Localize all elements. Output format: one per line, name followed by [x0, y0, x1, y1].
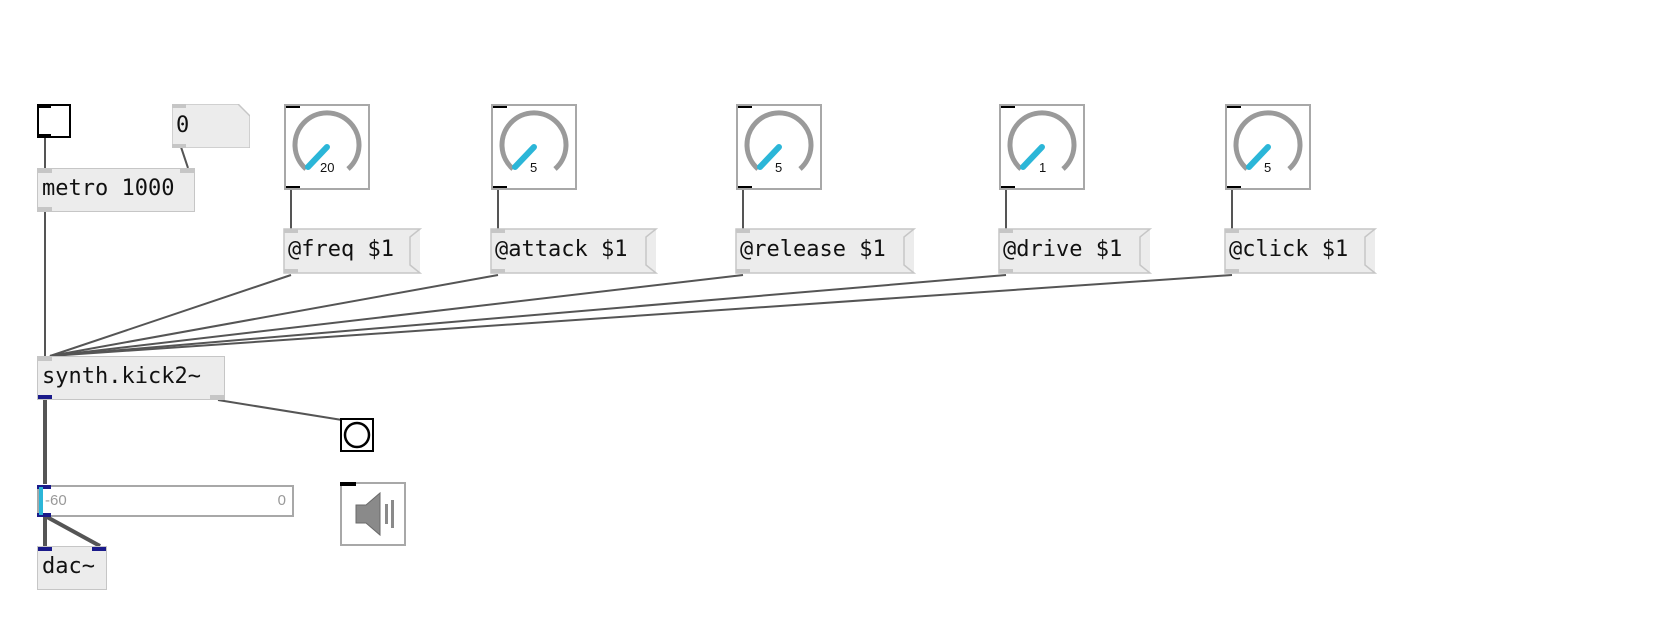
knob-freq-value: 20	[320, 160, 335, 175]
dac-label: dac~	[42, 554, 95, 579]
metro-outlet	[38, 207, 52, 211]
metro-label: metro 1000	[42, 176, 175, 201]
knob-release-value: 5	[775, 160, 783, 175]
knob-attack-value: 5	[530, 160, 538, 175]
cord-click-synth	[49, 274, 1233, 357]
toggle-button[interactable]	[37, 104, 71, 138]
cord-freq-synth	[49, 274, 292, 357]
number-box-shape	[172, 104, 250, 148]
message-release[interactable]: @release $1	[735, 228, 917, 274]
synth-kick-object[interactable]: synth.kick2~	[37, 356, 225, 400]
bang-button[interactable]	[340, 418, 374, 452]
synth-outlet-bang	[210, 395, 224, 399]
level-meter[interactable]: -60 0	[37, 485, 294, 517]
dac-object[interactable]: dac~	[37, 546, 107, 590]
cord-number-metro	[180, 146, 189, 169]
meter-fill	[39, 487, 43, 515]
knob-drive-icon	[1001, 106, 1077, 188]
knob-drive[interactable]: 1	[999, 104, 1085, 190]
meter-max-label: 0	[277, 492, 286, 509]
knob-drive-value: 1	[1039, 160, 1047, 175]
message-drive-shape	[998, 228, 1153, 274]
cord-synth-bang	[217, 399, 343, 421]
message-drive[interactable]: @drive $1	[998, 228, 1153, 274]
knob-release[interactable]: 5	[736, 104, 822, 190]
message-click[interactable]: @click $1	[1224, 228, 1378, 274]
toggle-icon	[37, 104, 71, 138]
message-click-label: @click $1	[1229, 237, 1349, 262]
bang-icon	[342, 420, 372, 450]
knob-attack-icon	[493, 106, 569, 188]
number-box[interactable]: 0	[172, 104, 250, 148]
meter-min-label: -60	[45, 492, 67, 509]
message-release-shape	[735, 228, 917, 274]
knob-freq[interactable]: 20	[284, 104, 370, 190]
knob-attack[interactable]: 5	[491, 104, 577, 190]
message-attack[interactable]: @attack $1	[490, 228, 659, 274]
message-freq[interactable]: @freq $1	[283, 228, 423, 274]
message-freq-shape	[283, 228, 423, 274]
metro-inlet-left	[38, 169, 52, 173]
synth-outlet-signal	[38, 395, 52, 399]
cord-release-synth	[49, 274, 744, 357]
number-box-value: 0	[176, 113, 190, 138]
message-freq-label: @freq $1	[288, 237, 394, 262]
message-release-label: @release $1	[740, 237, 886, 262]
knob-click-icon	[1227, 106, 1303, 188]
message-attack-label: @attack $1	[495, 237, 628, 262]
meter-outlet	[37, 513, 51, 517]
speaker-toggle[interactable]	[340, 482, 406, 546]
meter-inlet	[37, 485, 51, 489]
message-click-shape	[1224, 228, 1378, 274]
synth-label: synth.kick2~	[42, 364, 201, 389]
dac-inlet-left	[38, 547, 52, 551]
knob-click[interactable]: 5	[1225, 104, 1311, 190]
synth-inlet	[38, 357, 52, 361]
cord-meter-dac-right	[46, 515, 101, 548]
speaker-icon	[340, 482, 406, 546]
metro-object[interactable]: metro 1000	[37, 168, 195, 212]
knob-click-value: 5	[1264, 160, 1272, 175]
cord-drive-synth	[49, 274, 1007, 357]
metro-inlet-right	[180, 169, 194, 173]
cord-attack-synth	[49, 274, 499, 357]
message-drive-label: @drive $1	[1003, 237, 1123, 262]
knob-freq-icon	[286, 106, 362, 188]
message-attack-shape	[490, 228, 659, 274]
dac-inlet-right	[92, 547, 106, 551]
knob-release-icon	[738, 106, 814, 188]
